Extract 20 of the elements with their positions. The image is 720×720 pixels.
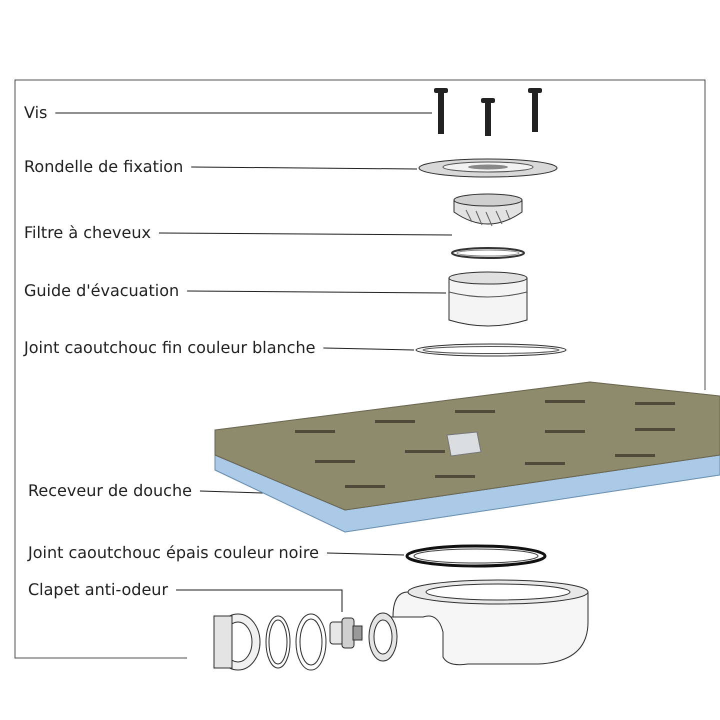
part-label: Joint caoutchouc épais couleur noire [28,543,327,563]
thick-gasket-drawing [404,543,548,569]
part-label: Guide d'évacuation [24,281,188,301]
part-label: Receveur de douche [28,481,200,501]
leader-line [199,490,264,494]
leader-line [54,112,432,114]
part-label: Rondelle de fixation [24,157,192,177]
part-label: Joint caoutchouc fin couleur blanche [24,338,324,358]
part-label: Vis [24,103,56,123]
leader-line [190,166,418,170]
leader-line [176,590,342,612]
leader-line [322,348,414,350]
part-label: Clapet anti-odeur [28,580,176,600]
leader-line [326,552,404,556]
thin-gasket-drawing [414,342,568,358]
shower-tray-drawing [215,380,720,535]
part-label: Filtre à cheveux [24,223,159,243]
screws-drawing [432,86,544,138]
leader-line [186,290,446,294]
leader-line [158,232,452,236]
